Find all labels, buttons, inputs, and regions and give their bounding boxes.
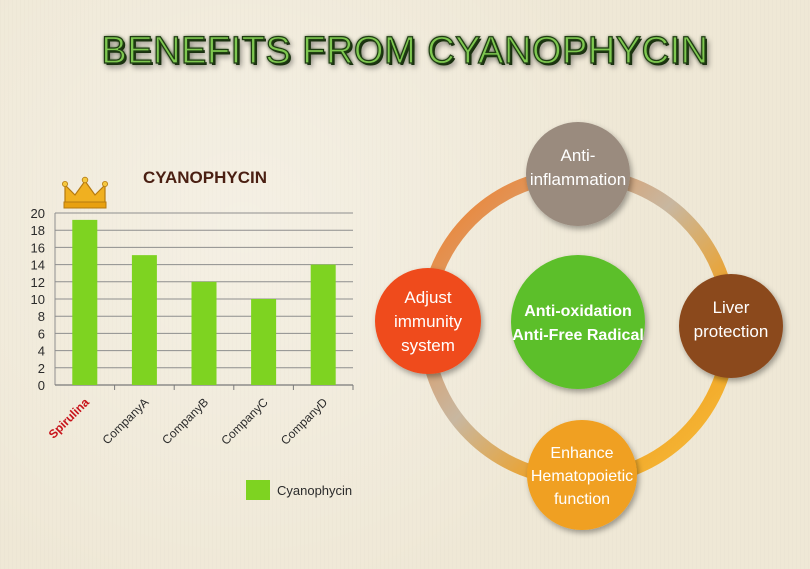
benefit-node-label: immunity <box>394 312 463 331</box>
benefit-node-left: Adjust immunity system <box>375 268 481 374</box>
benefit-node-shape <box>375 268 481 374</box>
y-tick-label: 0 <box>38 378 45 393</box>
benefit-node-label: Anti- <box>561 146 596 165</box>
benefit-node-label: Adjust <box>404 288 452 307</box>
benefit-node-right: Liver protection <box>679 274 783 378</box>
center-circle-shape <box>511 255 645 389</box>
benefit-node-label: Enhance <box>550 445 613 462</box>
y-tick-label: 18 <box>31 223 45 238</box>
benefit-node-label: Liver <box>713 298 750 317</box>
bar <box>131 255 157 385</box>
y-tick-label: 20 <box>31 206 45 221</box>
benefit-node-top: Anti-inflammation <box>526 122 630 226</box>
benefit-node-label: inflammation <box>530 170 626 189</box>
center-label: Anti-oxidation <box>524 303 632 320</box>
benefit-node-label: function <box>554 491 610 508</box>
y-tick-label: 10 <box>31 292 45 307</box>
y-tick-label: 4 <box>38 344 45 359</box>
y-tick-label: 8 <box>38 309 45 324</box>
chart-title: CYANOPHYCIN <box>143 168 267 187</box>
benefit-node-label: protection <box>694 322 769 341</box>
legend-label: Cyanophycin <box>277 483 352 498</box>
center-label: Anti-Free Radical <box>512 327 644 344</box>
chart-bars <box>72 219 336 385</box>
y-tick-label: 12 <box>31 275 45 290</box>
bar <box>72 219 98 385</box>
y-tick-label: 6 <box>38 326 45 341</box>
crown-icon <box>61 176 108 209</box>
y-axis: 0 2 4 6 8 10 12 14 16 18 20 <box>31 206 45 393</box>
bar <box>191 281 217 385</box>
bar <box>310 264 336 385</box>
page-title: BENEFITS FROM CYANOPHYCIN <box>101 29 709 72</box>
benefit-node-shape <box>526 122 630 226</box>
bar <box>251 299 277 385</box>
chart-legend: Cyanophycin <box>246 480 352 500</box>
benefit-node-shape <box>527 420 637 530</box>
benefit-node-label: Hematopoietic <box>531 468 633 485</box>
benefit-node-label: system <box>401 336 455 355</box>
legend-swatch <box>246 480 270 500</box>
y-tick-label: 16 <box>31 240 45 255</box>
y-tick-label: 14 <box>31 258 45 273</box>
benefit-node-shape <box>679 274 783 378</box>
y-tick-label: 2 <box>38 361 45 376</box>
